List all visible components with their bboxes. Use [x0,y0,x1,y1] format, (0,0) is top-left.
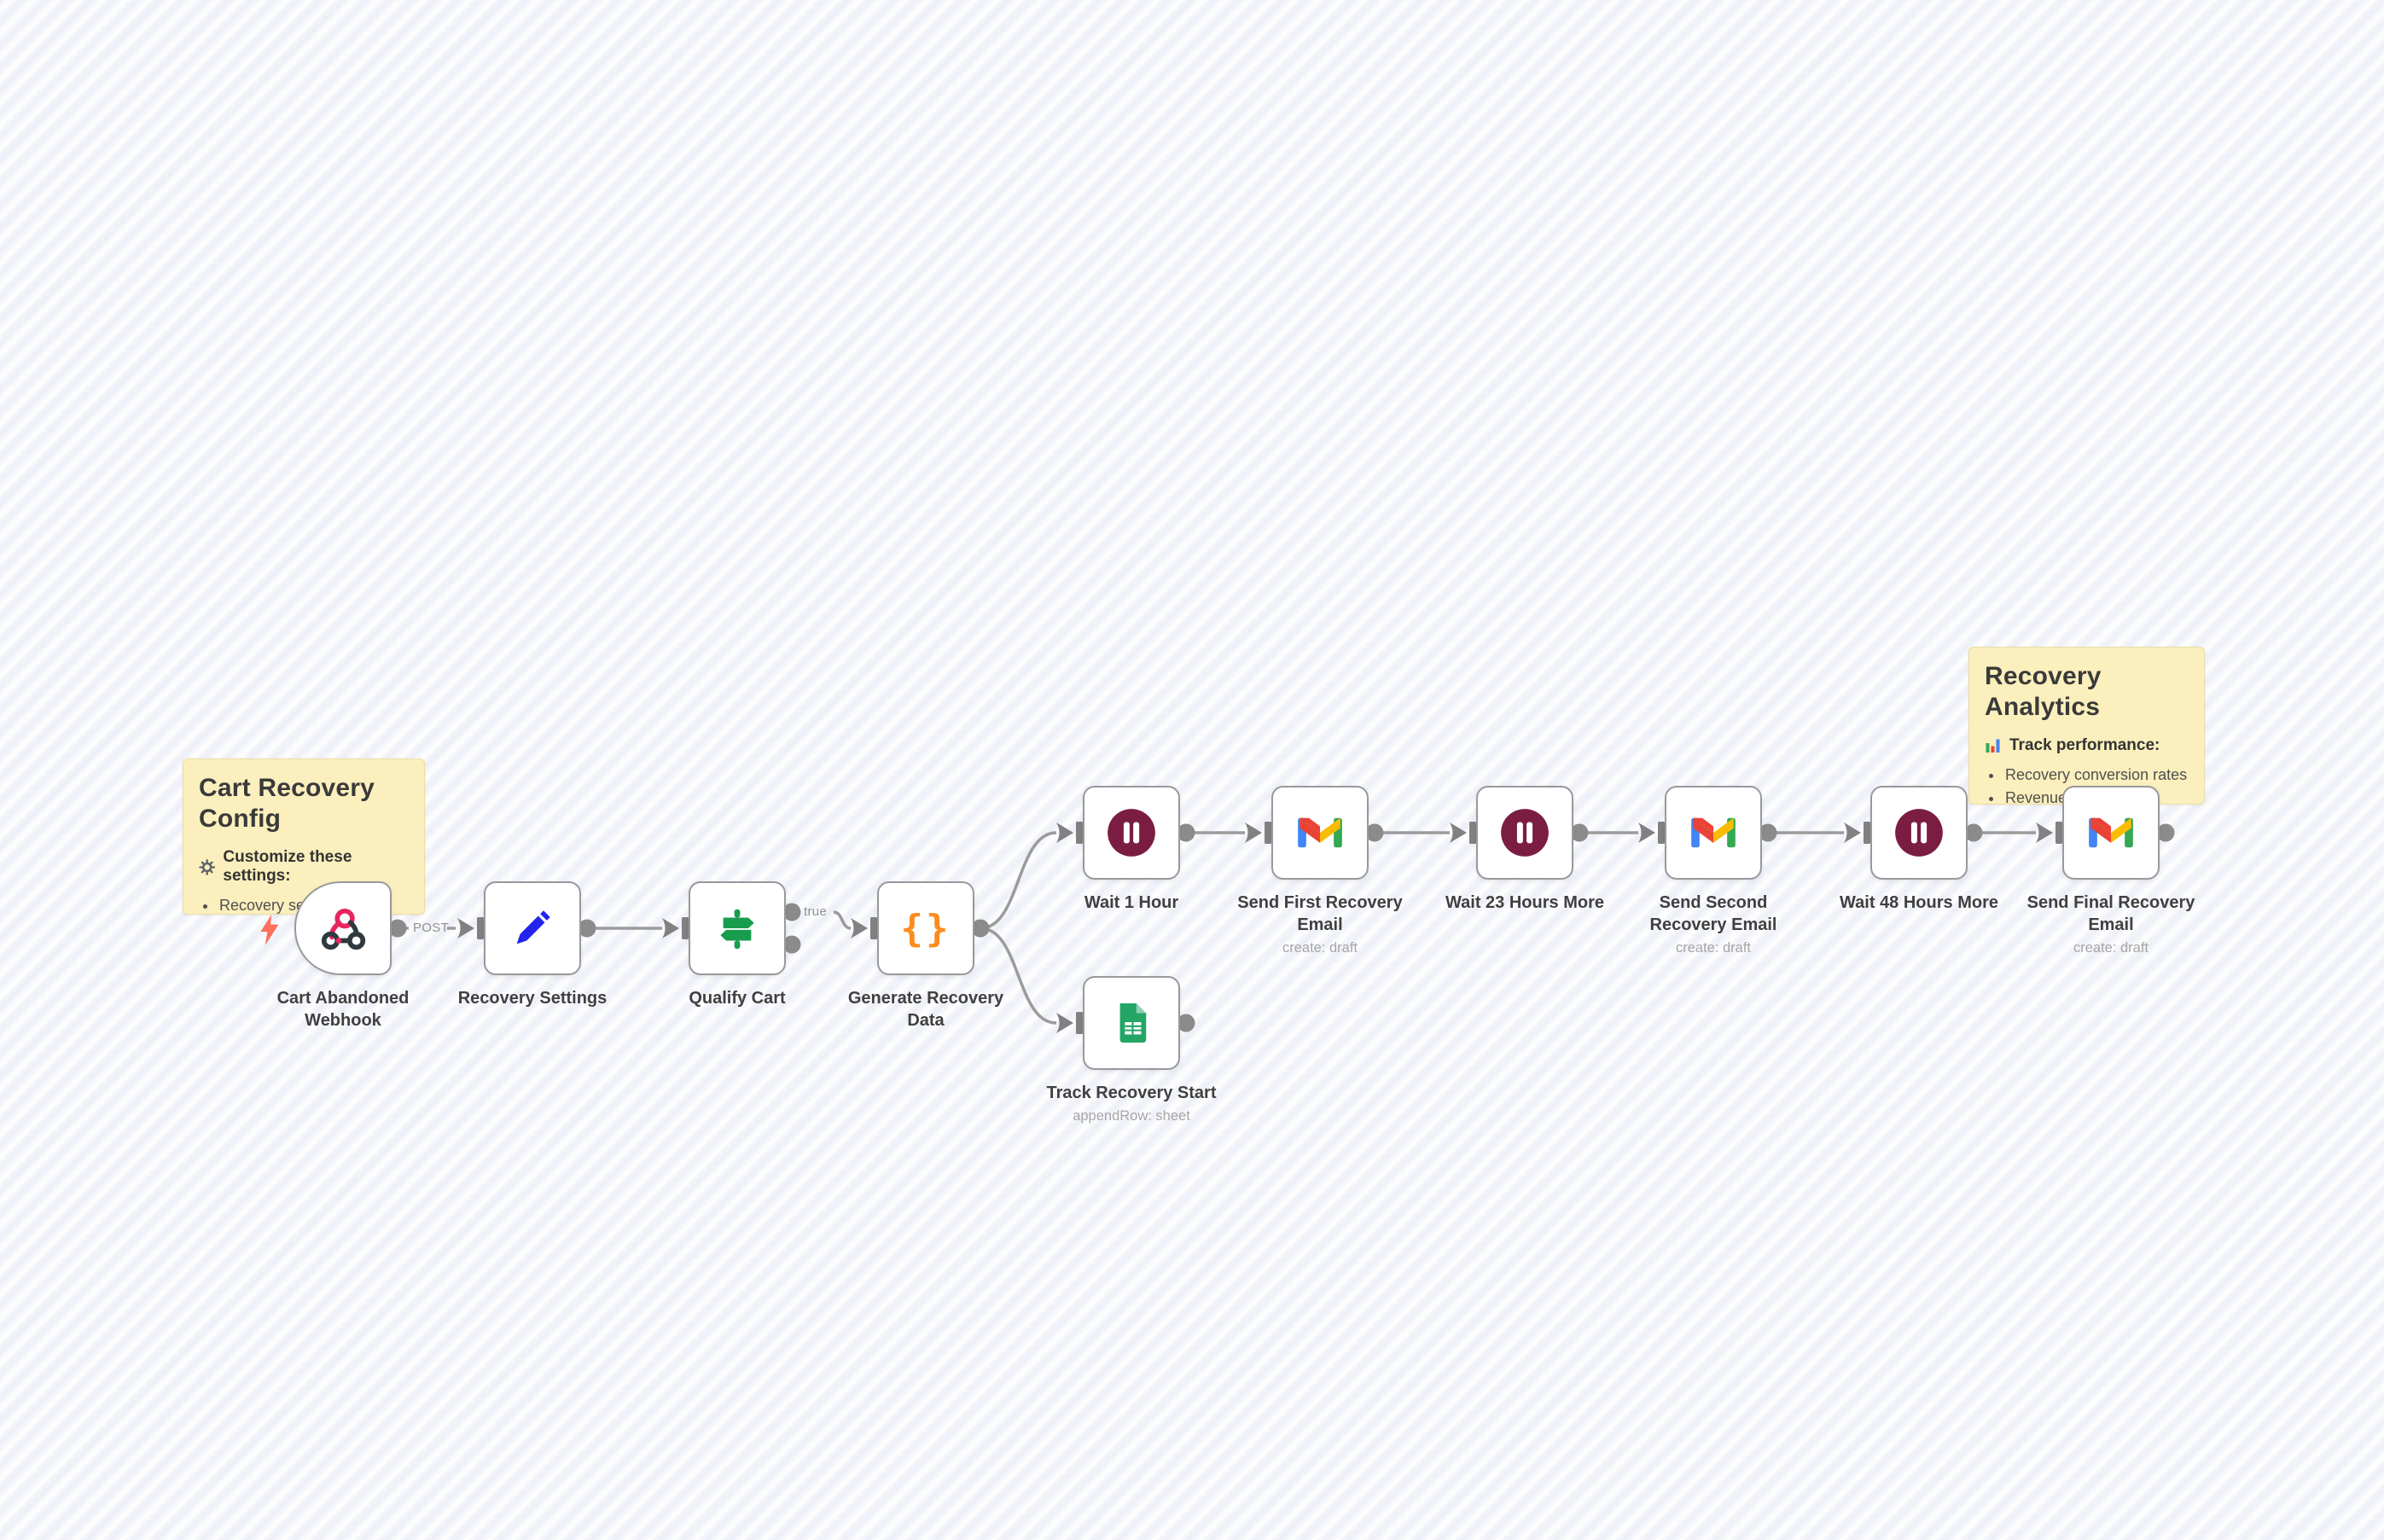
trigger-bolt-icon [260,915,279,945]
node-label: Send Second Recovery Email [1649,893,1777,934]
gear-icon [199,858,216,875]
node-box[interactable] [1870,786,1968,880]
edit-pencil-icon [516,910,550,944]
qualify-true-label: true [804,904,828,919]
output-port-settings[interactable] [578,919,596,938]
edge-generate-to-track[interactable] [980,927,1057,1025]
sticky-bullet: Revenue [2003,787,2189,804]
node-box[interactable] [1271,786,1369,880]
gmail-icon [2089,817,2133,848]
node-label: Cart Abandoned Webhook [276,989,410,1030]
node-box[interactable] [484,881,581,975]
node-label: Send Final Recovery Email [2026,893,2195,934]
google-sheets-icon [1119,1003,1147,1043]
node-box[interactable]: {} [877,881,974,975]
node-box[interactable] [1476,786,1573,880]
output-port-wait23[interactable] [1570,823,1589,842]
edge-qualify-to-generate[interactable] [833,910,852,930]
sticky-bullet: Recovery sequ [218,894,409,914]
output-port-email2[interactable] [1759,823,1777,842]
sticky-heading-text: Track performance: [2009,736,2160,754]
node-subtitle: appendRow: sheet [1073,1108,1190,1124]
output-port-qualify-false[interactable] [782,935,801,954]
gmail-icon [1691,817,1736,848]
node-label: Track Recovery Start [1046,1084,1217,1102]
node-label: Recovery Settings [457,989,608,1008]
gmail-icon [1298,817,1342,848]
node-subtitle: create: draft [1675,940,1752,956]
output-port-email1[interactable] [1365,823,1384,842]
node-box[interactable] [689,881,786,975]
sticky-title: Cart Recovery Config [199,774,375,833]
sticky-title: Recovery Analytics [1985,662,2102,721]
signpost-icon [720,909,754,950]
node-box[interactable] [294,881,392,975]
output-port-wait1[interactable] [1177,823,1195,842]
node-label: Generate Recovery Data [847,989,1004,1030]
edge-generate-to-wait1[interactable] [980,831,1057,930]
node-label: Qualify Cart [689,989,786,1008]
input-ports[interactable] [457,822,2062,1034]
node-label: Wait 1 Hour [1084,893,1179,912]
output-port-track[interactable] [1177,1014,1195,1032]
sticky-note-cart-recovery-config[interactable]: Cart Recovery Config Customize these set… [183,758,425,915]
pause-icon [1501,809,1549,857]
pause-icon [1895,809,1943,857]
sticky-bullet-list: Recovery sequ Discount pe [204,894,409,914]
output-port-generate[interactable] [971,919,990,938]
output-ports[interactable] [388,823,2175,1032]
node-box[interactable] [1665,786,1762,880]
node-box[interactable] [1083,976,1180,1070]
sticky-bullet: Recovery conversion rates [2003,764,2189,787]
sticky-heading-text: Customize these settings: [223,848,352,885]
node-subtitle: create: draft [1282,940,1358,956]
pause-icon [1108,809,1155,857]
node-box[interactable] [1083,786,1180,880]
node-box[interactable] [2062,786,2160,880]
code-braces-icon: {} [900,906,951,950]
sticky-bullet-list: Recovery conversion rates Revenue [1990,764,2189,804]
bar-chart-icon [1986,739,2000,753]
node-label: Send First Recovery Email [1237,893,1403,934]
node-subtitle: create: draft [2073,940,2149,956]
output-port-qualify-true[interactable] [782,903,801,921]
webhook-icon [321,908,366,950]
webhook-method-label: POST [413,921,450,935]
output-port-webhook[interactable] [388,919,407,938]
sticky-note-recovery-analytics[interactable]: Recovery Analytics Track performance: Re… [1968,647,2205,805]
output-port-emailfinal[interactable] [2156,823,2175,842]
output-port-wait48[interactable] [1964,823,1983,842]
node-label: Wait 48 Hours More [1840,893,1998,912]
node-label: Wait 23 Hours More [1445,893,1604,912]
